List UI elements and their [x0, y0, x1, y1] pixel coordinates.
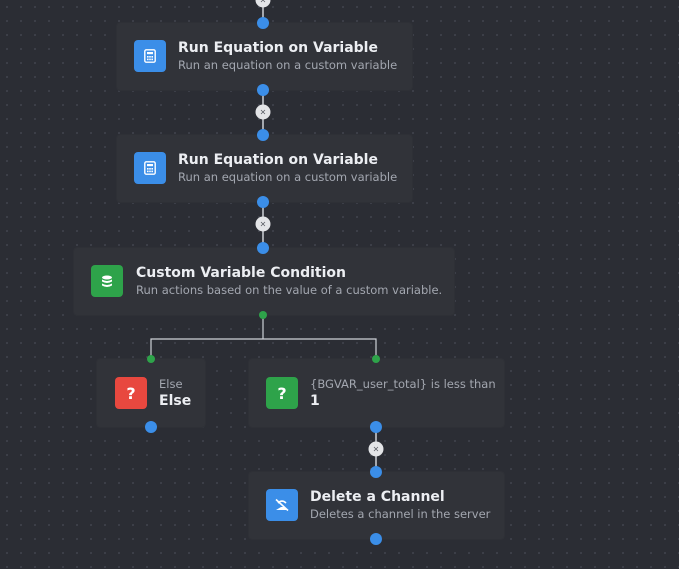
delete-link-button[interactable]: ×: [255, 104, 271, 120]
channel-off-icon: [266, 489, 298, 521]
output-port[interactable]: [257, 196, 269, 208]
node-title: Custom Variable Condition: [136, 265, 346, 281]
node-title: Run Equation on Variable: [178, 40, 378, 56]
node-subtitle: Run an equation on a custom variable: [178, 170, 398, 184]
output-port[interactable]: [145, 421, 157, 433]
node-run-equation-2[interactable]: Run Equation on Variable Run an equation…: [117, 135, 412, 202]
input-port[interactable]: [257, 242, 269, 254]
question-mark: ?: [277, 383, 287, 403]
branch-value: Else: [159, 393, 192, 409]
question-icon: ?: [266, 377, 298, 409]
output-port[interactable]: [370, 421, 382, 433]
input-port[interactable]: [257, 129, 269, 141]
branch-label: Else: [159, 377, 183, 391]
input-port[interactable]: [257, 17, 269, 29]
question-mark: ?: [126, 383, 136, 403]
branch-input-port[interactable]: [372, 355, 380, 363]
calculator-icon: [134, 40, 166, 72]
question-icon: ?: [115, 377, 147, 409]
node-subtitle: Deletes a channel in the server: [310, 507, 491, 521]
calculator-icon: [134, 152, 166, 184]
node-title: Delete a Channel: [310, 489, 445, 505]
node-else-branch[interactable]: ? Else Else: [97, 359, 205, 427]
output-port[interactable]: [257, 84, 269, 96]
delete-link-button[interactable]: ×: [368, 441, 384, 457]
branch-output-port[interactable]: [259, 311, 267, 319]
delete-link-button[interactable]: ×: [255, 216, 271, 232]
delete-link-button[interactable]: ×: [255, 0, 271, 8]
input-port[interactable]: [370, 466, 382, 478]
branch-value: 1: [310, 393, 320, 409]
node-custom-variable-condition[interactable]: Custom Variable Condition Run actions ba…: [74, 248, 454, 315]
branch-input-port[interactable]: [147, 355, 155, 363]
node-run-equation-1[interactable]: Run Equation on Variable Run an equation…: [117, 23, 412, 90]
node-condition-branch[interactable]: ? {BGVAR_user_total} is less than 1: [249, 359, 504, 427]
node-subtitle: Run an equation on a custom variable: [178, 58, 398, 72]
database-icon: [91, 265, 123, 297]
node-subtitle: Run actions based on the value of a cust…: [136, 283, 443, 297]
branch-label: {BGVAR_user_total} is less than: [310, 377, 496, 391]
output-port[interactable]: [370, 533, 382, 545]
node-title: Run Equation on Variable: [178, 152, 378, 168]
node-delete-channel[interactable]: Delete a Channel Deletes a channel in th…: [249, 472, 504, 539]
